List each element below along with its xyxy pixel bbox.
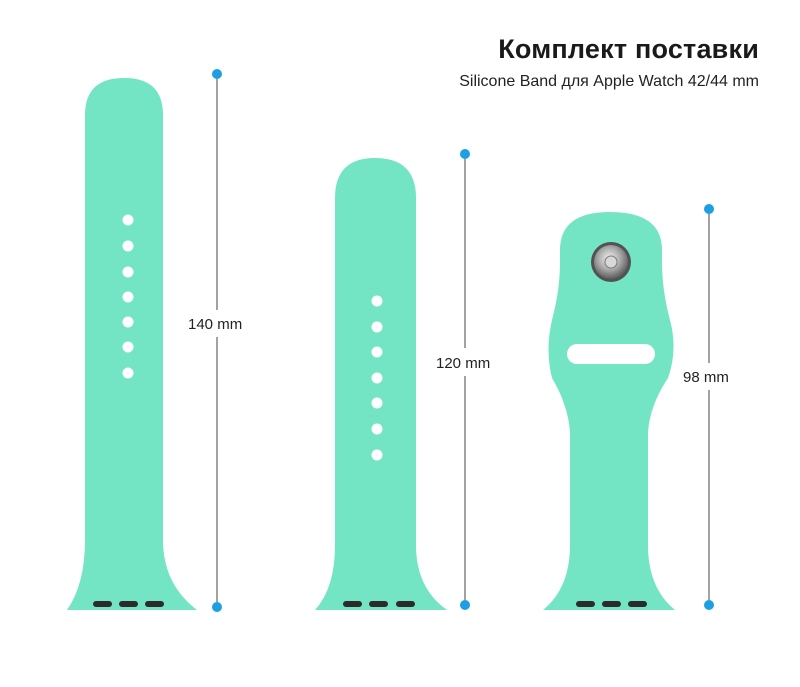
length-label-140: 140 mm xyxy=(188,316,243,333)
dimension-line-98 xyxy=(704,204,714,610)
dimension-line-140 xyxy=(212,69,222,612)
connector-slots xyxy=(343,601,415,607)
dimension-end-marker xyxy=(460,600,470,610)
product-subtitle: Silicone Band для Apple Watch 42/44 mm xyxy=(459,73,759,90)
length-label-120: 120 mm xyxy=(436,355,491,372)
long-strap xyxy=(67,78,197,610)
strap-holes xyxy=(371,295,383,461)
dimension-line-120 xyxy=(460,149,470,610)
stud-pin xyxy=(591,242,631,282)
strap-holes xyxy=(122,214,134,379)
dimension-end-marker xyxy=(212,602,222,612)
keeper-loop-slot xyxy=(567,344,655,364)
length-label-98: 98 mm xyxy=(683,369,729,386)
dimension-start-marker xyxy=(460,149,470,159)
dimension-start-marker xyxy=(704,204,714,214)
connector-slots xyxy=(576,601,647,607)
page-title: Комплект поставки xyxy=(498,34,759,64)
dimension-start-marker xyxy=(212,69,222,79)
dimension-end-marker xyxy=(704,600,714,610)
connector-slots xyxy=(93,601,164,607)
buckle-strap xyxy=(543,212,675,610)
medium-strap xyxy=(315,158,447,610)
